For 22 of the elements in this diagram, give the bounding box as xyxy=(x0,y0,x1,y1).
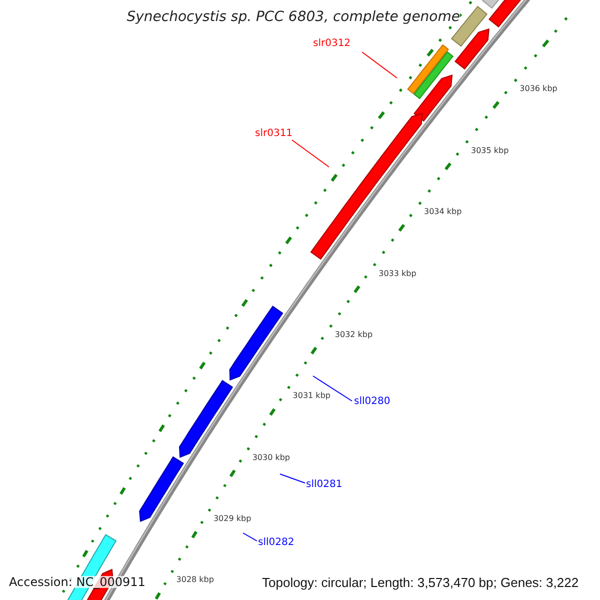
genome-summary-text: Topology: circular; Length: 3,573,470 bp; Genes: 3,222 xyxy=(262,576,579,589)
leader-line xyxy=(280,474,306,484)
tick-label: 3035 kbp xyxy=(471,146,509,155)
tick-label: 3036 kbp xyxy=(520,85,558,94)
tick-label: 3034 kbp xyxy=(424,208,462,216)
tick-label: 3028 kbp xyxy=(176,576,214,584)
leader-line xyxy=(312,376,352,402)
tick-label: 3033 kbp xyxy=(378,270,416,278)
gene-label: sll0281 xyxy=(306,480,342,490)
tick-label: 3029 kbp xyxy=(213,515,252,524)
gene-label: slr0312 xyxy=(313,39,351,49)
gene-label: slr0311 xyxy=(255,129,293,139)
tick-label: 3030 kbp xyxy=(252,454,290,462)
gene-label: sll0280 xyxy=(354,397,390,407)
tick-label: 3031 kbp xyxy=(292,392,330,400)
accession-text: Accession: NC_000911 xyxy=(9,576,146,588)
leader-line xyxy=(362,52,398,78)
gene-label: sll0282 xyxy=(258,538,294,548)
leader-line xyxy=(242,532,258,542)
tick-label: 3032 kbp xyxy=(334,331,373,340)
leader-line xyxy=(292,140,330,168)
title: Synechocystis sp. PCC 6803, complete genome xyxy=(126,10,460,24)
